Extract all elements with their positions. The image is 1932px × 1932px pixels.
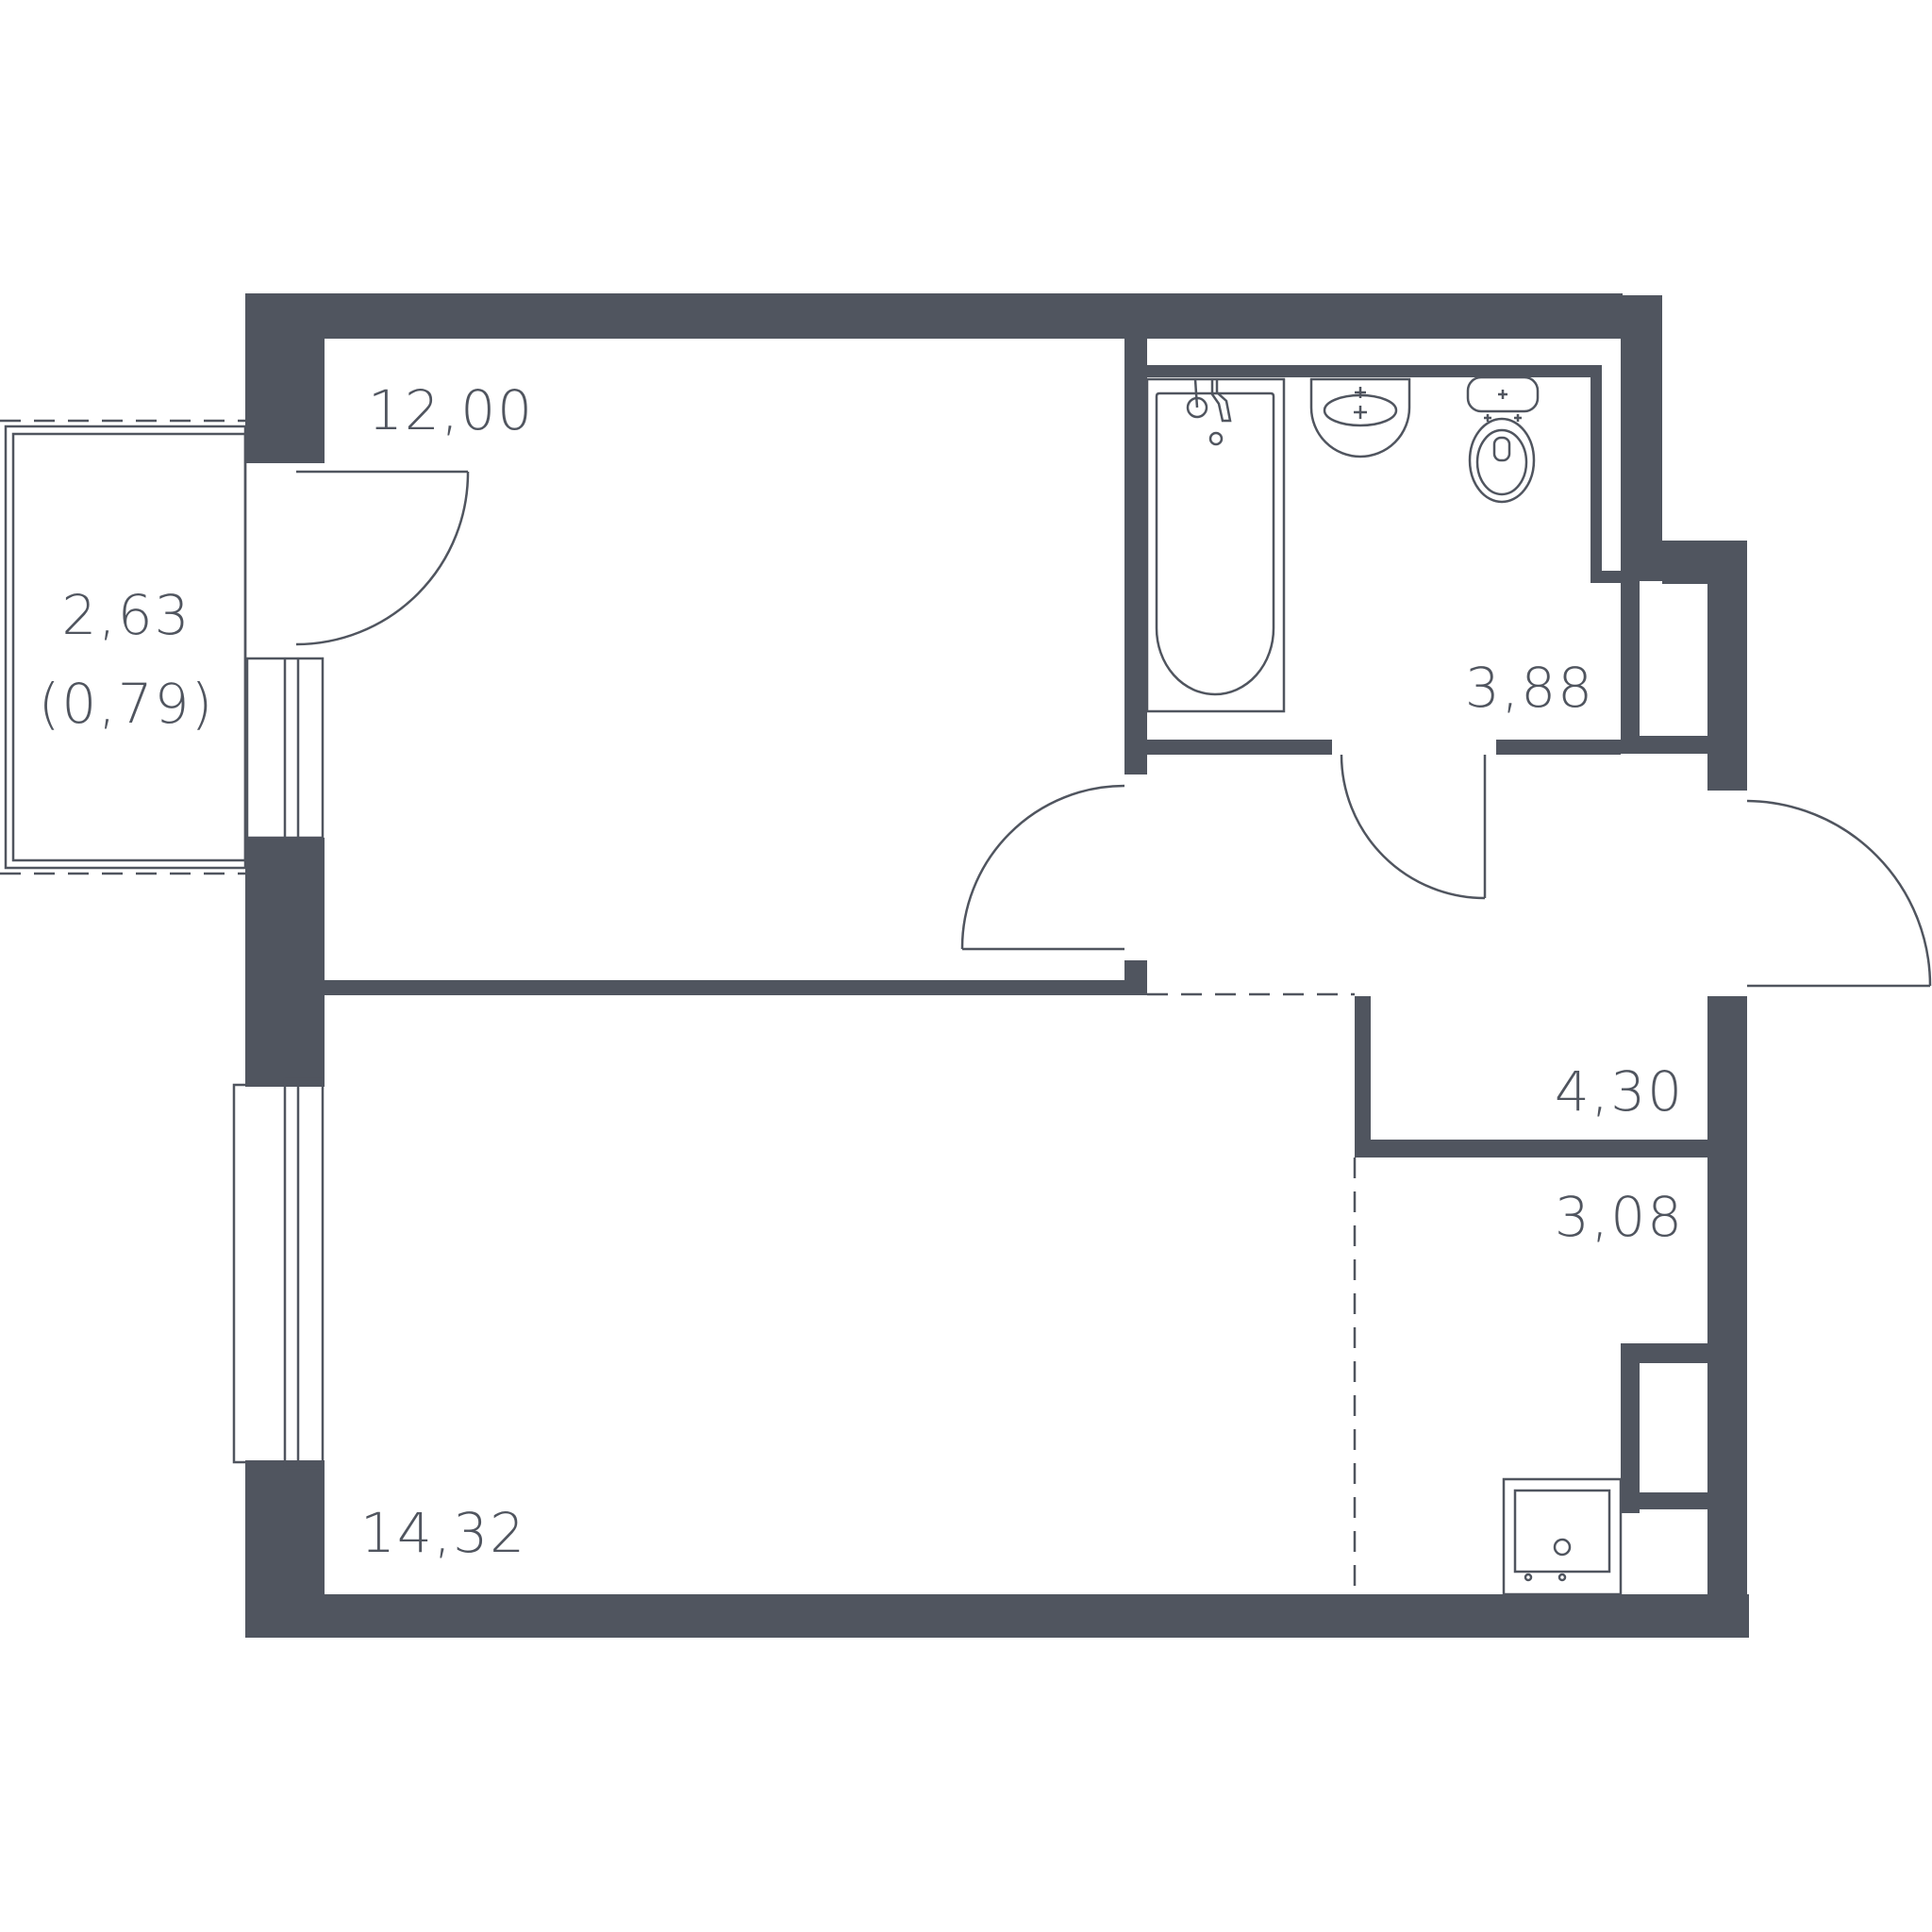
exterior-walls <box>245 293 1749 1638</box>
hallway-area: 4,30 <box>1555 1059 1684 1124</box>
interior-walls <box>325 335 1707 1513</box>
balcony-area: 2,63 <box>61 583 191 647</box>
room-top-area: 12,00 <box>368 378 534 442</box>
window-lower <box>232 1077 325 1470</box>
kitchen-area: 3,08 <box>1555 1185 1684 1249</box>
stove-icon <box>1502 1477 1623 1596</box>
balcony-reduced-area: (0,79) <box>39 672 214 736</box>
room-bottom-area: 14,32 <box>360 1501 526 1565</box>
bathroom-area: 3,88 <box>1465 656 1594 720</box>
doors <box>295 470 1932 1594</box>
window-upper <box>245 657 325 840</box>
bathtub-icon <box>1145 377 1286 713</box>
sink-icon <box>1309 377 1411 458</box>
toilet-icon <box>1466 375 1540 504</box>
balcony <box>0 419 247 875</box>
